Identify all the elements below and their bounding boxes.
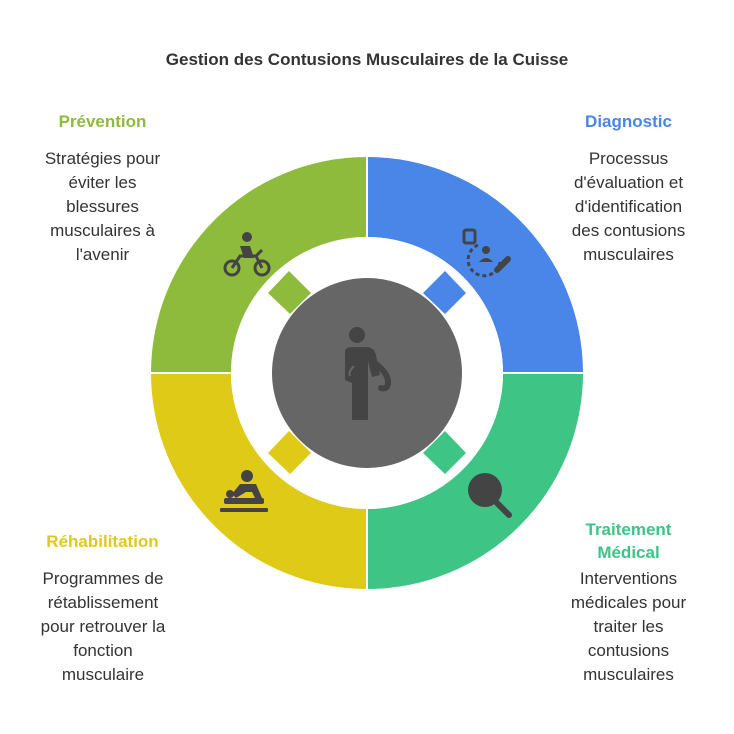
rehabilitation-line: fonction xyxy=(73,641,133,660)
prevention-connector xyxy=(268,271,311,314)
diagnostic-connector xyxy=(423,271,466,314)
rehabilitation-segment xyxy=(151,373,367,589)
traitement-line: médicales pour xyxy=(570,593,687,612)
injured-person-icon xyxy=(345,327,392,420)
motorcycle-icon xyxy=(223,232,271,277)
rehabilitation-line: rétablissement xyxy=(47,593,159,612)
traitement-title-line: Traitement xyxy=(585,520,672,539)
prevention-line: éviter les xyxy=(68,173,137,192)
traitement-connector xyxy=(423,431,466,474)
diagnostic-line: musculaires xyxy=(583,245,674,264)
rehabilitation-line: Programmes de xyxy=(42,569,164,588)
traitement-line: contusions xyxy=(587,641,670,660)
diagnostic-segment xyxy=(367,157,583,373)
diagnostic-line: Processus xyxy=(588,149,669,168)
prevention-line: l'avenir xyxy=(75,245,130,264)
rehabilitation-line: pour retrouver la xyxy=(40,617,166,636)
prevention-line: musculaires à xyxy=(50,221,155,240)
diagram-title: Gestion des Contusions Musculaires de la… xyxy=(165,50,569,69)
segment-dividers xyxy=(149,155,585,591)
rehabilitation-title: Réhabilitation xyxy=(46,532,159,551)
rehabilitation-connector xyxy=(268,431,311,474)
traitement-line: musculaires xyxy=(583,665,674,684)
traitement-line: Interventions xyxy=(579,569,678,588)
diagnostic-title: Diagnostic xyxy=(585,112,672,131)
rehabilitation-line: musculaire xyxy=(61,665,145,684)
prevention-line: blessures xyxy=(66,197,139,216)
traitement-line: traiter les xyxy=(593,617,664,636)
diagnostic-line: des contusions xyxy=(571,221,686,240)
patient-diagnosis-icon xyxy=(462,228,511,278)
traitement-title-line: Médical xyxy=(597,543,660,562)
prevention-title: Prévention xyxy=(58,112,147,131)
prevention-line: Stratégies pour xyxy=(44,149,161,168)
magnifier-icon xyxy=(468,473,512,518)
diagnostic-line: d'identification xyxy=(574,197,683,216)
diagnostic-line: d'évaluation et xyxy=(573,173,684,192)
massage-icon xyxy=(220,470,268,512)
